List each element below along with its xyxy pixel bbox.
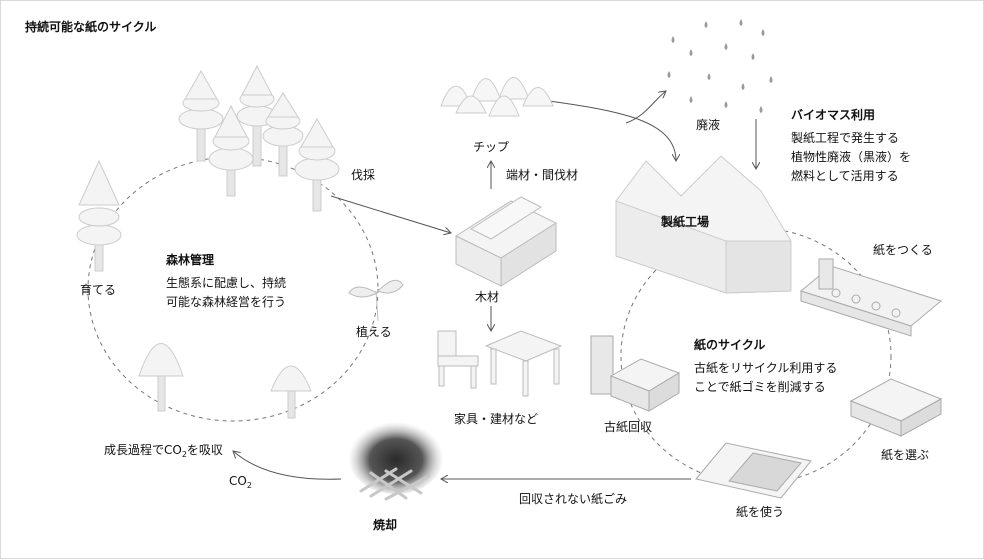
forest-management-heading: 森林管理 xyxy=(166,253,215,267)
recycled-paper-illustration xyxy=(590,335,681,412)
label-chips: チップ xyxy=(473,140,510,154)
forest-cycle-loop xyxy=(87,156,379,422)
paper-cycle-line-1: 古紙をリサイクル利用する xyxy=(694,361,838,375)
biomass-line-2: 植物性廃液（黒液）を xyxy=(791,150,912,164)
label-paper-collection: 古紙回収 xyxy=(604,420,653,434)
young-tree-illustration xyxy=(76,159,122,272)
timber-illustration xyxy=(454,196,558,287)
incineration-illustration xyxy=(348,418,444,501)
paper-cycle-note: 紙のサイクル 古紙をリサイクル利用する ことで紙ゴミを削減する xyxy=(694,336,837,397)
label-use-paper: 紙を使う xyxy=(736,505,785,519)
forest-management-note: 森林管理 生態系に配慮し、持続 可能な森林経営を行う xyxy=(166,251,286,312)
furniture-illustration xyxy=(437,330,563,397)
label-co2: CO2 xyxy=(229,474,252,490)
arrow-chips-to-mill xyxy=(548,100,676,161)
seedling-illustration xyxy=(348,279,404,322)
diagram-title: 持続可能な紙のサイクル xyxy=(25,20,157,34)
label-paper-mill: 製紙工場 xyxy=(661,215,710,229)
paper-mill-illustration xyxy=(615,155,792,294)
biomass-line-3: 燃料として活用する xyxy=(791,169,899,183)
label-grow: 育てる xyxy=(80,283,117,297)
forest-management-line-1: 生態系に配慮し、持続 xyxy=(166,276,287,290)
forest-management-line-2: 可能な森林経営を行う xyxy=(166,295,287,309)
label-harvest: 伐採 xyxy=(351,168,376,182)
biomass-heading: バイオマス利用 xyxy=(791,108,876,122)
label-offcuts: 端材・間伐材 xyxy=(506,168,579,182)
paper-machine-illustration xyxy=(799,258,943,337)
biomass-note: バイオマス利用 製紙工程で発生する 植物性廃液（黒液）を 燃料として活用する xyxy=(791,106,911,186)
paper-cycle-line-2: ことで紙ゴミを削減する xyxy=(694,380,826,394)
arrow-harvest-to-timber xyxy=(330,195,451,233)
paper-cycle-heading: 紙のサイクル xyxy=(694,338,766,352)
label-timber: 木材 xyxy=(475,290,500,304)
label-furniture: 家具・建材など xyxy=(454,412,539,426)
label-waste-liquor: 廃液 xyxy=(696,118,721,132)
arrow-mill-to-waste-liquor xyxy=(625,91,666,124)
paper-stack-illustration xyxy=(849,378,943,437)
label-co2-absorption: 成長過程でCO2を吸収 xyxy=(104,443,223,459)
waste-liquor-droplets xyxy=(667,19,773,113)
label-choose-paper: 紙を選ぶ xyxy=(881,448,930,462)
label-incineration: 焼却 xyxy=(373,518,398,532)
biomass-line-1: 製紙工程で発生する xyxy=(791,131,900,145)
arrow-co2-to-forest xyxy=(233,451,342,480)
label-make-paper: 紙をつくる xyxy=(873,243,933,257)
magazine-illustration xyxy=(695,442,812,499)
small-trees-illustration xyxy=(138,343,312,419)
label-unrecovered-waste: 回収されない紙ごみ xyxy=(519,492,628,506)
wood-chips-illustration xyxy=(440,77,554,117)
forest-trees-illustration xyxy=(178,64,340,212)
label-plant: 植える xyxy=(356,325,392,339)
